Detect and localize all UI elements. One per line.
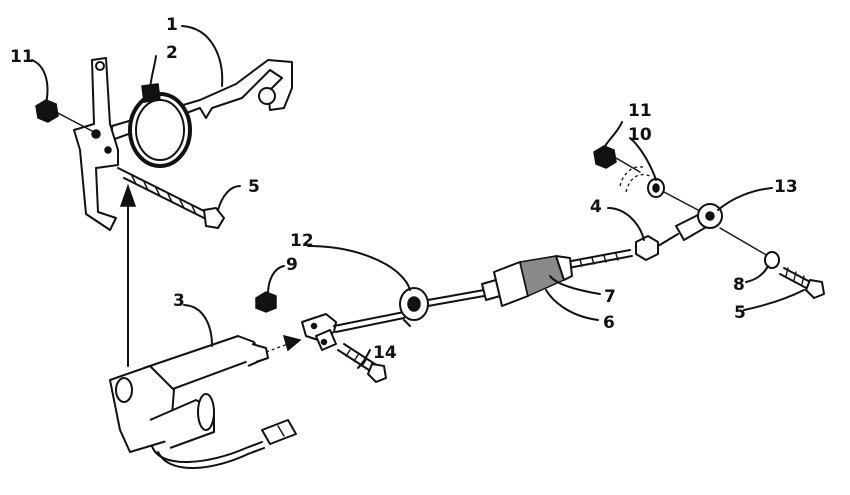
callout-1: 1 [166, 15, 178, 35]
callout-2: 2 [166, 43, 178, 63]
arrow-up [119, 183, 137, 367]
callout-12: 12 [290, 231, 314, 251]
rod-end [657, 203, 723, 247]
hose-clamp [128, 83, 192, 168]
callout-4: 4 [590, 197, 602, 217]
shift-arm [73, 57, 119, 231]
actuator [109, 335, 297, 470]
callout-10: 10 [628, 125, 652, 145]
arrow-right [265, 334, 302, 353]
callout-5-left: 5 [248, 177, 260, 197]
clevis [301, 313, 337, 351]
bolt-left [117, 167, 225, 229]
nut-right [593, 145, 641, 173]
callout-13: 13 [774, 177, 798, 197]
bolt-14 [337, 343, 387, 383]
callout-5-right: 5 [734, 303, 746, 323]
callout-8: 8 [733, 275, 745, 295]
washer-8 [719, 227, 780, 269]
jam-nut-12 [399, 287, 429, 327]
nut-left [35, 99, 95, 133]
callout-11-left: 11 [10, 47, 34, 67]
callout-9: 9 [286, 255, 298, 275]
nut-4 [635, 235, 659, 261]
cable-rod [333, 311, 405, 333]
leader-lines [31, 25, 805, 369]
callout-7: 7 [604, 287, 616, 307]
callout-11-right: 11 [628, 101, 652, 121]
callout-14: 14 [373, 343, 397, 363]
inner-cable [427, 249, 633, 307]
callout-3: 3 [173, 291, 185, 311]
washer-10 [619, 166, 699, 211]
nut-9 [255, 291, 277, 313]
cable-housing [481, 255, 573, 307]
bolt-right [779, 267, 825, 299]
callout-6: 6 [603, 313, 615, 333]
